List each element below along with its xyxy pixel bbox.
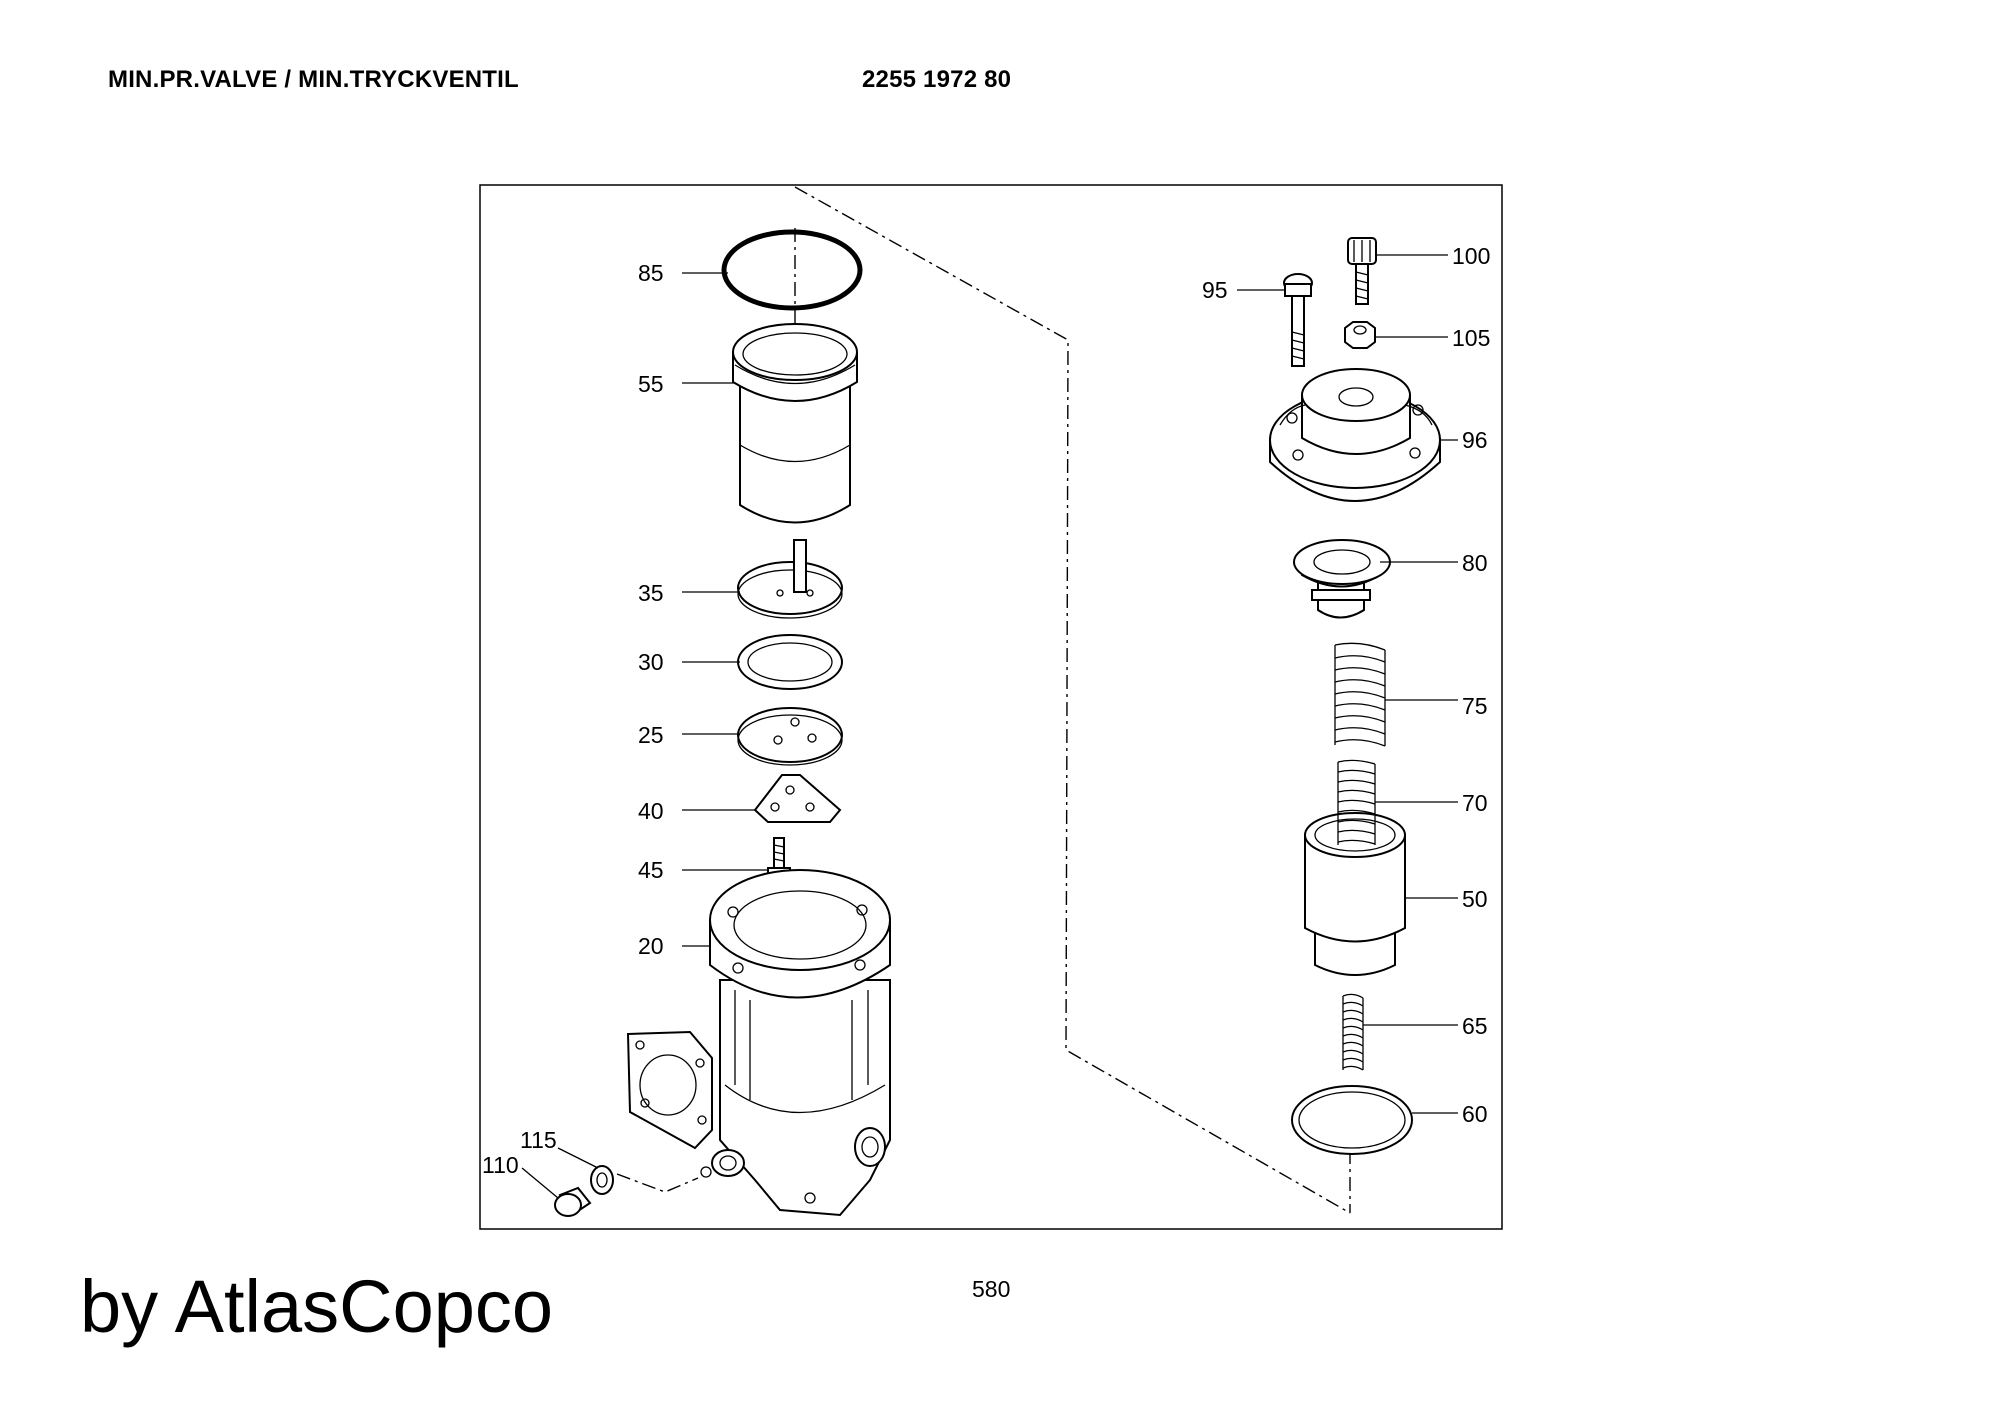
callout-80: 80	[1462, 550, 1488, 576]
drawing-title: MIN.PR.VALVE / MIN.TRYCKVENTIL	[108, 66, 519, 93]
callout-35: 35	[638, 580, 664, 606]
callout-20: 20	[638, 933, 664, 959]
callout-115: 115	[520, 1127, 557, 1153]
callout-105: 105	[1452, 325, 1490, 351]
callout-40: 40	[638, 798, 664, 824]
part-115-washer	[590, 1165, 614, 1195]
part-25-plate	[737, 707, 843, 766]
callout-55: 55	[638, 371, 664, 397]
callout-50: 50	[1462, 886, 1488, 912]
part-number: 2255 1972 80	[862, 66, 1012, 93]
part-100-cap-screw	[1347, 237, 1377, 305]
part-50-sleeve	[1304, 812, 1406, 976]
part-20-valve-housing	[626, 869, 891, 1217]
callout-60: 60	[1462, 1101, 1488, 1127]
leader-lines	[521, 254, 1458, 1199]
part-40-triangular-plate	[753, 774, 842, 823]
callout-110: 110	[482, 1152, 519, 1178]
callout-95: 95	[1202, 277, 1228, 303]
part-110-plug	[554, 1186, 592, 1217]
assembly-line-plug	[616, 1173, 699, 1193]
callout-85: 85	[638, 260, 664, 286]
brand-watermark: by AtlasCopco	[80, 1265, 554, 1348]
part-30-gasket	[737, 634, 843, 690]
part-85-o-ring	[721, 229, 863, 311]
part-95-bolt	[1283, 273, 1313, 367]
part-70-spring	[1337, 759, 1376, 845]
callout-70: 70	[1462, 790, 1488, 816]
page-number: 580	[972, 1276, 1011, 1302]
callout-65: 65	[1462, 1013, 1488, 1039]
part-105-nut	[1344, 321, 1376, 349]
part-96-cover	[1269, 368, 1441, 502]
callout-75: 75	[1462, 693, 1488, 719]
callout-45: 45	[638, 857, 664, 883]
part-65-spring	[1342, 993, 1364, 1071]
assembly-line-main	[794, 186, 1351, 1214]
part-60-o-ring	[1291, 1085, 1413, 1155]
part-80-spring-seat	[1293, 539, 1391, 619]
callout-100: 100	[1452, 243, 1490, 269]
drawing-frame	[479, 184, 1503, 1230]
callout-25: 25	[638, 722, 664, 748]
part-35-valve-disc	[737, 539, 843, 619]
callout-96: 96	[1462, 427, 1488, 453]
callout-30: 30	[638, 649, 664, 675]
part-55-cylinder	[732, 323, 858, 524]
part-75-spring	[1334, 642, 1386, 747]
